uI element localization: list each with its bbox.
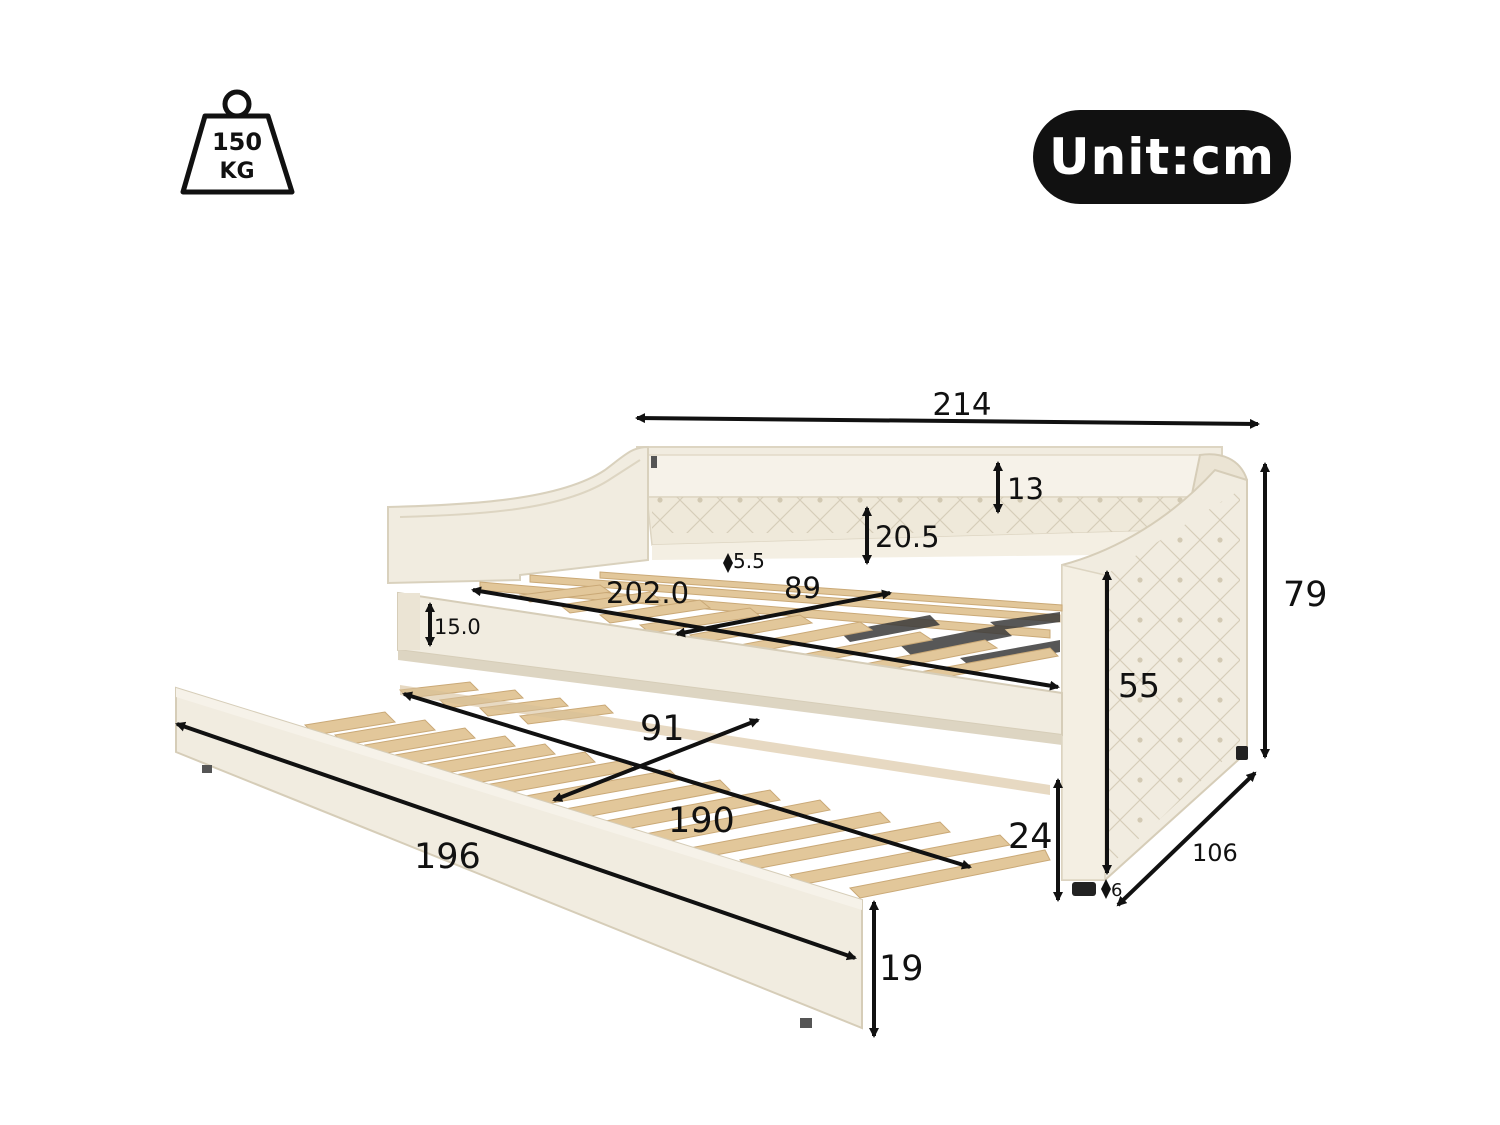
weight-value: 150 xyxy=(212,128,262,156)
label-total-height: 79 xyxy=(1283,575,1328,615)
unit-badge: Unit:cm xyxy=(1033,110,1291,204)
dim-line-mattress-width xyxy=(675,589,892,638)
dimension-lines xyxy=(175,413,1270,1038)
dim-line-mattress-length xyxy=(471,586,1060,691)
label-arm-height: 55 xyxy=(1118,666,1160,705)
label-leg-height: 6 xyxy=(1111,880,1122,901)
dim-line-total-length xyxy=(635,413,1260,429)
label-trundle-clearance: 24 xyxy=(1008,817,1053,857)
dim-line-trundle-length xyxy=(175,721,857,961)
dimension-labels: 214 13 20.5 5.5 202.0 89 15.0 79 55 91 1… xyxy=(414,387,1328,989)
label-back-panel-height: 13 xyxy=(1007,472,1044,506)
label-total-length: 214 xyxy=(932,387,991,423)
label-trundle-height: 19 xyxy=(879,949,924,989)
label-mattress-width: 89 xyxy=(784,571,821,605)
small-dim-lines xyxy=(723,553,1111,899)
label-trundle-mattress-length: 190 xyxy=(668,801,735,841)
label-slat-gap: 5.5 xyxy=(733,549,765,573)
label-headboard-height: 20.5 xyxy=(875,520,940,554)
weight-icon: 150 KG xyxy=(180,89,295,195)
weight-unit: KG xyxy=(219,159,254,184)
label-total-depth: 106 xyxy=(1192,839,1238,867)
label-rail-height: 15.0 xyxy=(434,615,481,639)
label-trundle-length: 196 xyxy=(414,837,481,877)
dim-line-total-depth xyxy=(1116,771,1257,907)
label-mattress-length: 202.0 xyxy=(606,576,689,610)
label-trundle-width: 91 xyxy=(640,709,685,749)
